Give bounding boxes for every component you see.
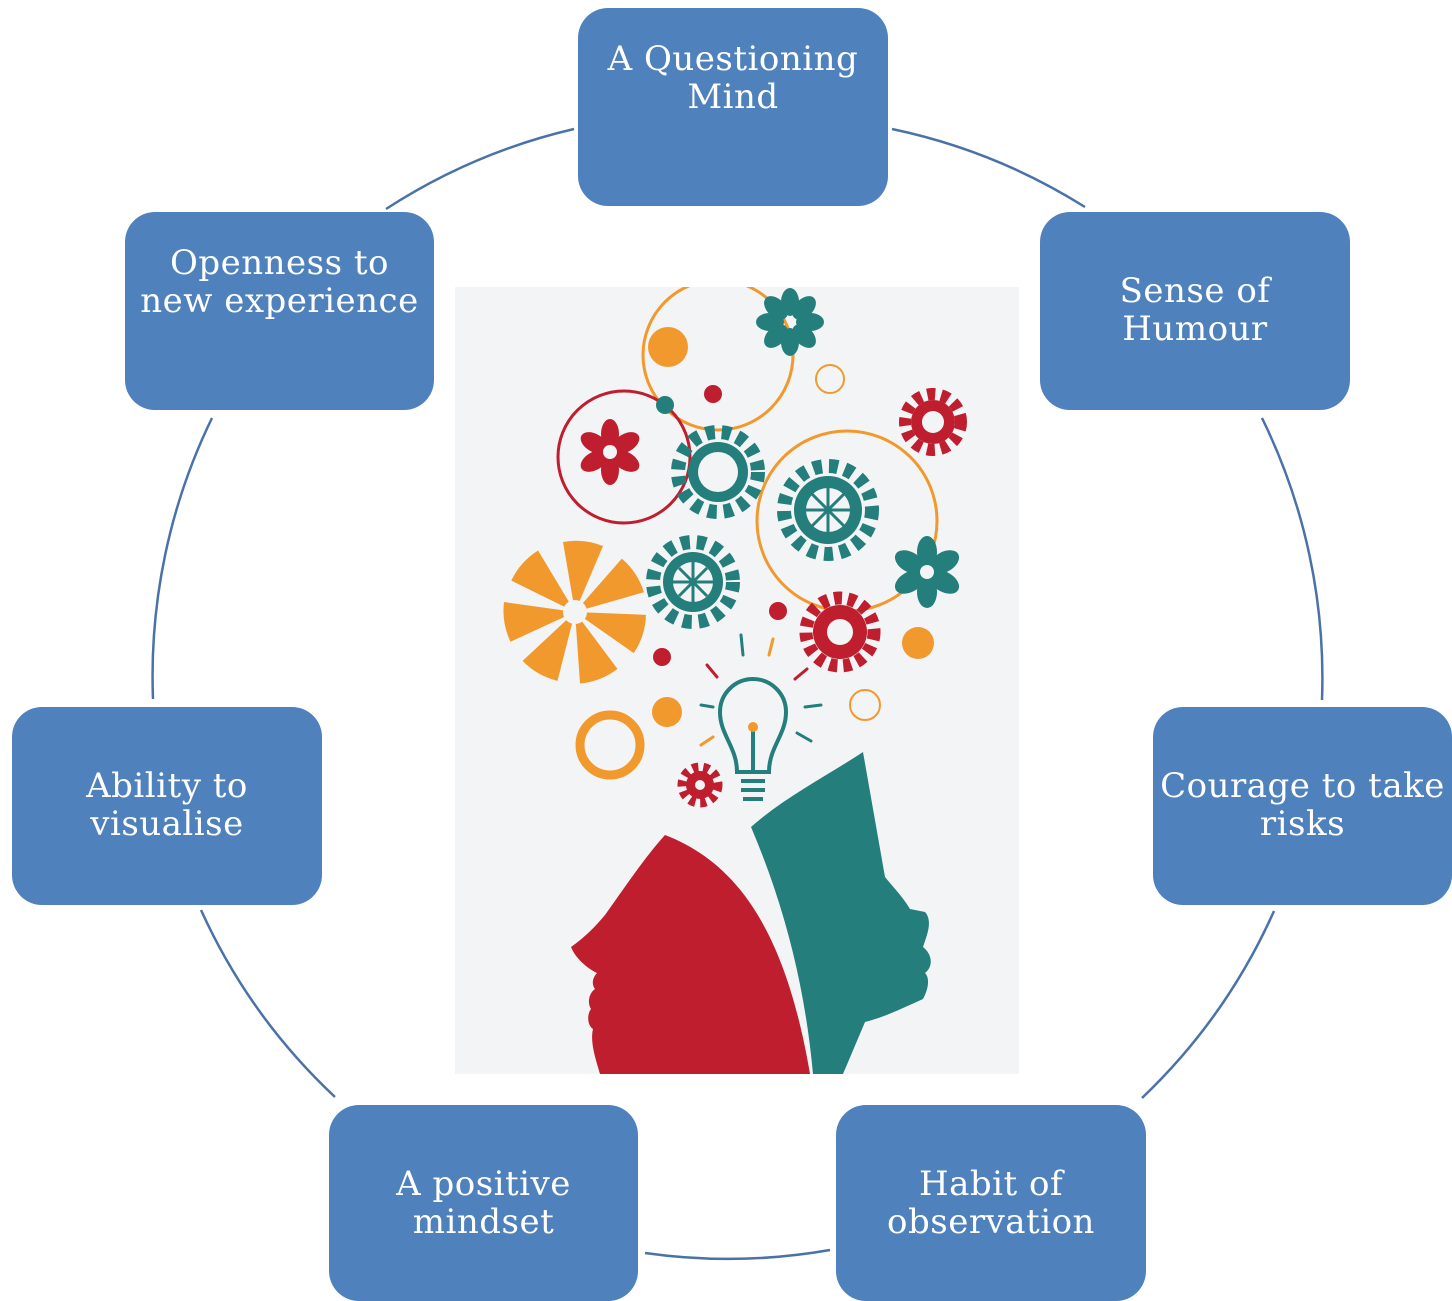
node-label: Openness to new experience (140, 243, 419, 321)
connector-arc (1260, 417, 1324, 701)
connector-arc (1141, 910, 1276, 1099)
node-label: Sense of Humour (1119, 271, 1271, 349)
connector-arc (644, 1248, 831, 1261)
node-label: Ability to visualise (86, 766, 248, 844)
node-ability-to-visualise: Ability to visualise (12, 707, 322, 905)
node-label: A Questioning Mind (607, 39, 859, 117)
node-positive-mindset: A positive mindset (329, 1105, 638, 1301)
node-sense-of-humour: Sense of Humour (1040, 212, 1350, 410)
node-label: A positive mindset (396, 1164, 571, 1242)
node-label: Habit of observation (887, 1164, 1095, 1242)
creative-mind-illustration (455, 287, 1019, 1074)
node-openness-to-new-experience: Openness to new experience (125, 212, 434, 410)
node-questioning-mind: A Questioning Mind (578, 8, 888, 206)
connector-arc (151, 417, 214, 700)
node-label: Courage to take risks (1160, 766, 1445, 844)
connector-arc (199, 909, 336, 1098)
node-habit-of-observation: Habit of observation (836, 1105, 1146, 1301)
connector-arc (385, 127, 575, 211)
node-courage-to-take-risks: Courage to take risks (1153, 707, 1452, 905)
connector-arc (891, 127, 1086, 209)
